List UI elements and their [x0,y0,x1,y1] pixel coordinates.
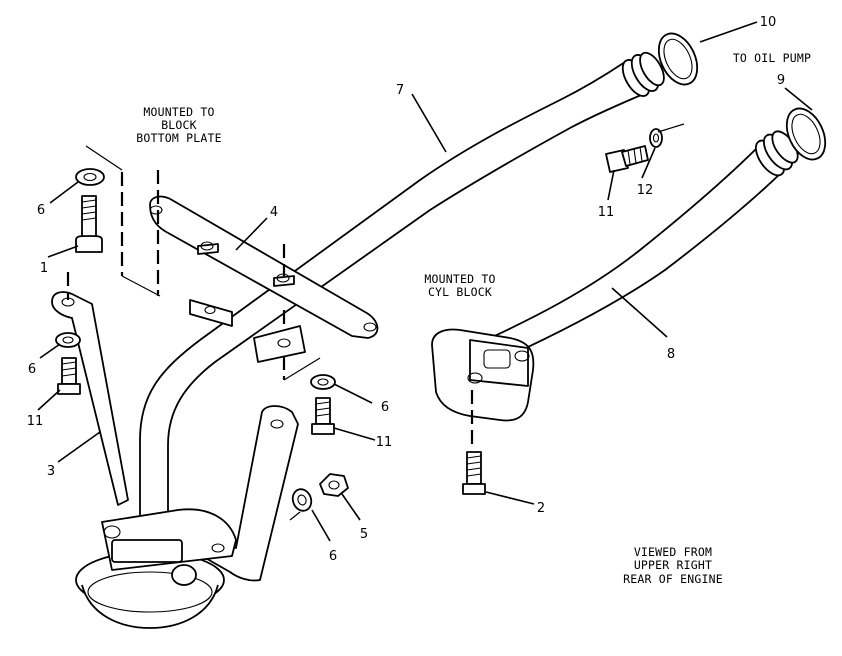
alignment-lines [66,123,685,521]
callout-11-mid: 11 [376,435,393,450]
washer-6-mid [310,374,336,390]
bolt-11-mid [311,397,335,435]
callout-2: 2 [537,501,545,516]
callout-4: 4 [270,205,278,220]
bracket-4 [149,195,379,363]
support-bracket-3 [51,291,299,582]
tube-8 [431,130,799,422]
note-line-1: MOUNTED TO [143,105,214,119]
note-line-1: MOUNTED TO [424,272,495,286]
note-line-1: VIEWED FROM [634,545,712,559]
note-view: VIEWED FROM UPPER RIGHT REAR OF ENGINE [623,545,723,586]
callout-10: 10 [760,15,777,30]
callout-9: 9 [777,73,785,88]
note-line-2: UPPER RIGHT [634,558,712,572]
washer-12 [649,128,663,148]
nut-5 [319,473,349,497]
callout-6-bottom: 6 [329,549,337,564]
bolt-2 [462,451,486,495]
callout-numbers: 10 9 7 4 12 11 6 1 8 6 11 6 11 3 5 6 2 [27,15,785,564]
note-block-bottom-plate: MOUNTED TO BLOCK BOTTOM PLATE [136,105,221,145]
note-line-2: BLOCK [161,118,197,132]
bolt-11-left [57,357,81,395]
note-line-3: BOTTOM PLATE [136,131,221,145]
callout-6-top-left: 6 [37,203,45,218]
callout-3: 3 [47,464,55,479]
tube-7 [139,51,665,561]
bolt-1 [75,195,103,253]
callout-1: 1 [40,261,48,276]
o-ring-10 [657,32,699,86]
note-cyl-block: MOUNTED TO CYL BLOCK [424,272,495,299]
bolt-11-top [605,145,649,173]
pickup-screen [75,508,237,629]
callout-11-mid-left: 11 [27,414,44,429]
washer-6-top [75,168,105,186]
note-oil-pump: TO OIL PUMP [733,51,811,65]
callout-11-top: 11 [598,205,615,220]
washer-6-left [55,332,81,348]
o-ring-9 [785,107,827,161]
note-line-2: CYL BLOCK [428,285,492,299]
leader-lines [37,21,813,542]
callout-7: 7 [396,83,404,98]
callout-5: 5 [360,527,368,542]
callout-6-mid: 6 [381,400,389,415]
note-line-3: REAR OF ENGINE [623,572,723,586]
washer-6-bottom [291,488,313,512]
callout-12: 12 [637,183,654,198]
callout-8: 8 [667,347,675,362]
callout-6-mid-left: 6 [28,362,36,377]
